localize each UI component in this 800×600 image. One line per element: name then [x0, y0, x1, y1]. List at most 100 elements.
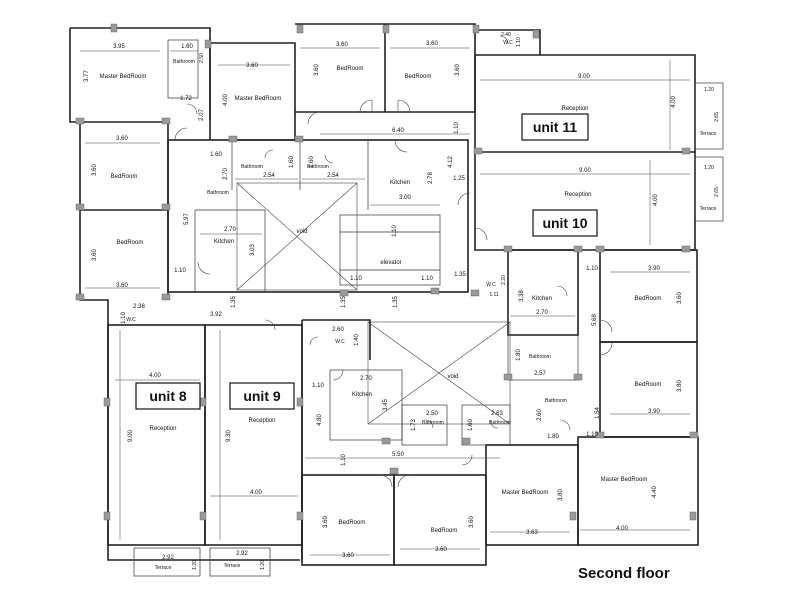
dim-label: 1.20	[260, 560, 266, 570]
dim-label: 3.80	[677, 380, 683, 392]
dim-label: 6.40	[392, 128, 404, 134]
dim-label: 9.00	[579, 168, 591, 174]
room-bedroom-4: BedRoom	[117, 240, 144, 246]
unit-11-box	[521, 113, 589, 141]
dim-label: 1.35	[454, 272, 466, 278]
dim-label: 4.80	[317, 414, 323, 426]
room-kitchen-2: Kitchen	[214, 239, 234, 245]
dim-label: 1.10	[121, 312, 127, 324]
dim-label: 3.45	[383, 399, 389, 411]
floor-title: Second floor	[578, 565, 670, 582]
dim-label: 1.20	[704, 165, 714, 171]
room-bedroom-6: BedRoom	[635, 382, 662, 388]
room-labels: Master BedRoom Bathroom Master BedRoom B…	[100, 40, 717, 571]
dim-label: 5.97	[184, 213, 190, 225]
room-bedroom-7: BedRoom	[339, 520, 366, 526]
unit-9-box	[229, 382, 295, 410]
dim-label: 2.70	[360, 376, 372, 382]
room-master-bedroom-3: Master BedRoom	[502, 490, 549, 496]
dim-label: 1.72	[180, 96, 192, 102]
dim-label: 3.80	[558, 489, 564, 501]
dim-label: 1.10	[586, 266, 598, 272]
doors	[174, 35, 613, 488]
dim-label: 1.35	[393, 296, 399, 308]
dim-label: 1.10	[392, 225, 398, 237]
dim-label: 3.60	[92, 249, 98, 261]
dim-label: 5.68	[592, 314, 598, 326]
dim-label: 2.92	[162, 555, 174, 561]
dim-label: 9.00	[578, 74, 590, 80]
room-terrace-1: Terrace	[700, 131, 717, 137]
dim-label: 1.60	[181, 44, 193, 50]
unit-10-box	[532, 209, 598, 237]
room-bedroom-5: BedRoom	[635, 296, 662, 302]
room-wc-2: W.C	[486, 282, 496, 288]
dim-label: 3.92	[210, 312, 222, 318]
dim-label: 4.00	[250, 490, 262, 496]
dim-label: 2.38	[133, 304, 145, 310]
room-void-1: void	[296, 229, 307, 235]
dim-label: 2.92	[236, 551, 248, 557]
room-kitchen-4: Kitchen	[352, 392, 372, 398]
room-bathroom-6: Bathroom	[422, 420, 444, 426]
dim-label: 1.10	[586, 432, 598, 438]
dim-label: 3.00	[399, 195, 411, 201]
dim-label: 2.60	[332, 327, 344, 333]
room-kitchen-1: Kitchen	[390, 180, 410, 186]
unit-9-label: unit 9	[243, 388, 281, 404]
dim-label: 1.10	[350, 276, 362, 282]
columns	[75, 23, 699, 521]
dim-label: 3.38	[519, 290, 525, 302]
room-bedroom-8: BedRoom	[431, 528, 458, 534]
dim-label: 2.50	[426, 411, 438, 417]
dim-label: 3.60	[455, 64, 461, 76]
dim-label: 1.10	[516, 37, 522, 47]
dim-label: 2.40	[501, 32, 511, 38]
dim-label: 4.00	[653, 194, 659, 206]
dimension-lines	[80, 47, 690, 556]
dim-label: 1.20	[704, 87, 714, 93]
dim-label: 2.70	[536, 310, 548, 316]
dim-label: 3.60	[323, 516, 329, 528]
dimension-labels: 3.95 1.60 1.72 3.60 3.60 3.60 2.40 9.00 …	[113, 32, 714, 561]
room-bathroom-4: Bathroom	[307, 164, 329, 170]
dim-label: 1.25	[453, 176, 465, 182]
dim-label: 3.90	[648, 409, 660, 415]
dim-label: 4.40	[652, 486, 658, 498]
dim-label: 2.54	[263, 173, 275, 179]
dim-label: 3.95	[113, 44, 125, 50]
dim-label: 4.00	[149, 373, 161, 379]
room-bedroom-3: BedRoom	[111, 174, 138, 180]
room-bathroom-3: Bathroom	[241, 164, 263, 170]
dim-label: 3.63	[526, 530, 538, 536]
unit-11-label: unit 11	[533, 119, 578, 135]
unit-10-label: unit 10	[542, 215, 587, 231]
voids	[236, 182, 511, 425]
room-reception-11: Reception	[561, 106, 588, 112]
room-wc-3: W.C	[126, 317, 136, 323]
room-terrace-3: Terrace	[155, 565, 172, 571]
room-elevator: elevator	[380, 260, 401, 266]
dim-label: 3.90	[648, 266, 660, 272]
dim-label: 4.12	[448, 156, 454, 168]
dim-label: 1.20	[192, 560, 198, 570]
room-reception-10: Reception	[564, 192, 591, 198]
dim-label: 1.10	[312, 383, 324, 389]
room-bathroom-8: Bathroom	[545, 398, 567, 404]
room-bedroom-1: BedRoom	[337, 66, 364, 72]
room-wc-4: W.C	[335, 339, 345, 345]
dim-label: 3.60	[116, 283, 128, 289]
dim-label: 3.60	[426, 41, 438, 47]
dim-label: 1.80	[516, 349, 522, 361]
dim-label: 9.00	[128, 430, 134, 442]
dim-label: 2.65	[714, 112, 720, 122]
room-void-2: void	[447, 374, 458, 380]
dim-label: 3.60	[336, 42, 348, 48]
room-bathroom-5: Bathroom	[529, 354, 551, 360]
dim-label: 1.35	[231, 296, 237, 308]
room-reception-9: Reception	[248, 418, 275, 424]
dim-label: 1.73	[411, 419, 417, 431]
dim-label: 1.60	[309, 156, 315, 168]
dim-label: 2.70	[224, 227, 236, 233]
